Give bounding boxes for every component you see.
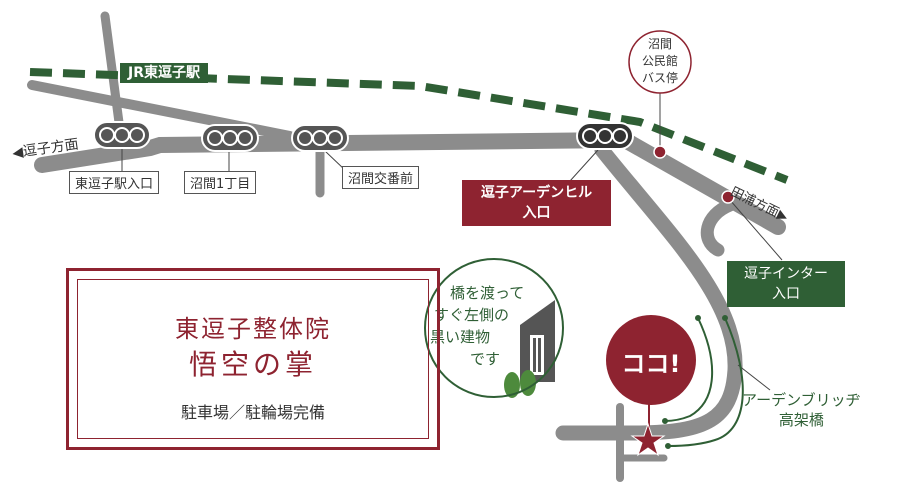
traffic-light-icon xyxy=(93,121,151,149)
bus-stop-dot xyxy=(653,145,667,159)
leader-lines xyxy=(121,92,783,391)
railway-line xyxy=(29,68,789,184)
directions-callout: 橋を渡って すぐ左側の 黒い建物 です xyxy=(424,258,564,398)
traffic-light-icon xyxy=(201,124,259,152)
bus-stop-line-1: 沼間 xyxy=(647,37,672,51)
intersection-label-higashizushi: 東逗子駅入口 xyxy=(69,171,160,194)
callout-line-2: すぐ左側の xyxy=(434,306,510,324)
star-icon xyxy=(630,422,666,457)
interchange-line-2: 入口 xyxy=(772,286,800,302)
shop-box-inner-border xyxy=(77,279,429,439)
main-road xyxy=(34,132,628,173)
bridge-line-2: 高架橋 xyxy=(778,411,824,429)
bus-stop-circle xyxy=(628,30,692,94)
road-to-taura xyxy=(617,132,786,235)
shop-facilities: 駐車場／駐輪場完備 xyxy=(180,403,325,422)
bridge-arcs xyxy=(662,315,744,449)
interchange-label: 逗子インター 入口 xyxy=(727,261,845,307)
bridge-label: アーデンブリッヂ 高架橋 xyxy=(742,390,861,430)
shop-info-box: 東逗子整体院 悟空の掌 駐車場／駐輪場完備 xyxy=(66,268,440,450)
bus-stop-line-2: 公民館 xyxy=(641,54,678,68)
station-label: JR東逗子駅 xyxy=(120,63,208,83)
arden-hill-line-2: 入口 xyxy=(522,205,551,221)
interchange-line-1: 逗子インター xyxy=(744,266,828,282)
shop-name-line-2: 悟空の掌 xyxy=(188,348,317,381)
shop-name-line-1: 東逗子整体院 xyxy=(175,315,331,343)
traffic-light-icon xyxy=(576,122,634,150)
here-marker-label: ココ! xyxy=(621,350,681,378)
bus-stop-line-3: バス停 xyxy=(641,71,678,85)
bus-stop-label: 沼間 公民館 バス停 xyxy=(629,36,691,87)
callout-line-4: です xyxy=(470,350,501,368)
arden-hill-line-1: 逗子アーデンヒル xyxy=(480,185,593,201)
bridge-line-1: アーデンブリッヂ xyxy=(742,391,861,409)
intersection-label-numama-koban: 沼間交番前 xyxy=(342,166,420,189)
callout-line-1: 橋を渡って xyxy=(450,284,525,302)
intersection-label-numama-1: 沼間1丁目 xyxy=(184,171,257,194)
bridge-road xyxy=(555,142,743,441)
intersection-label-arden-hill: 逗子アーデンヒル 入口 xyxy=(462,180,611,226)
location-pin-icon xyxy=(606,315,696,457)
callout-line-3: 黒い建物 xyxy=(430,328,491,346)
roads xyxy=(27,11,786,482)
traffic-light-icon xyxy=(291,124,349,152)
interchange-dot xyxy=(721,190,735,204)
interchange-ramp xyxy=(700,198,737,257)
